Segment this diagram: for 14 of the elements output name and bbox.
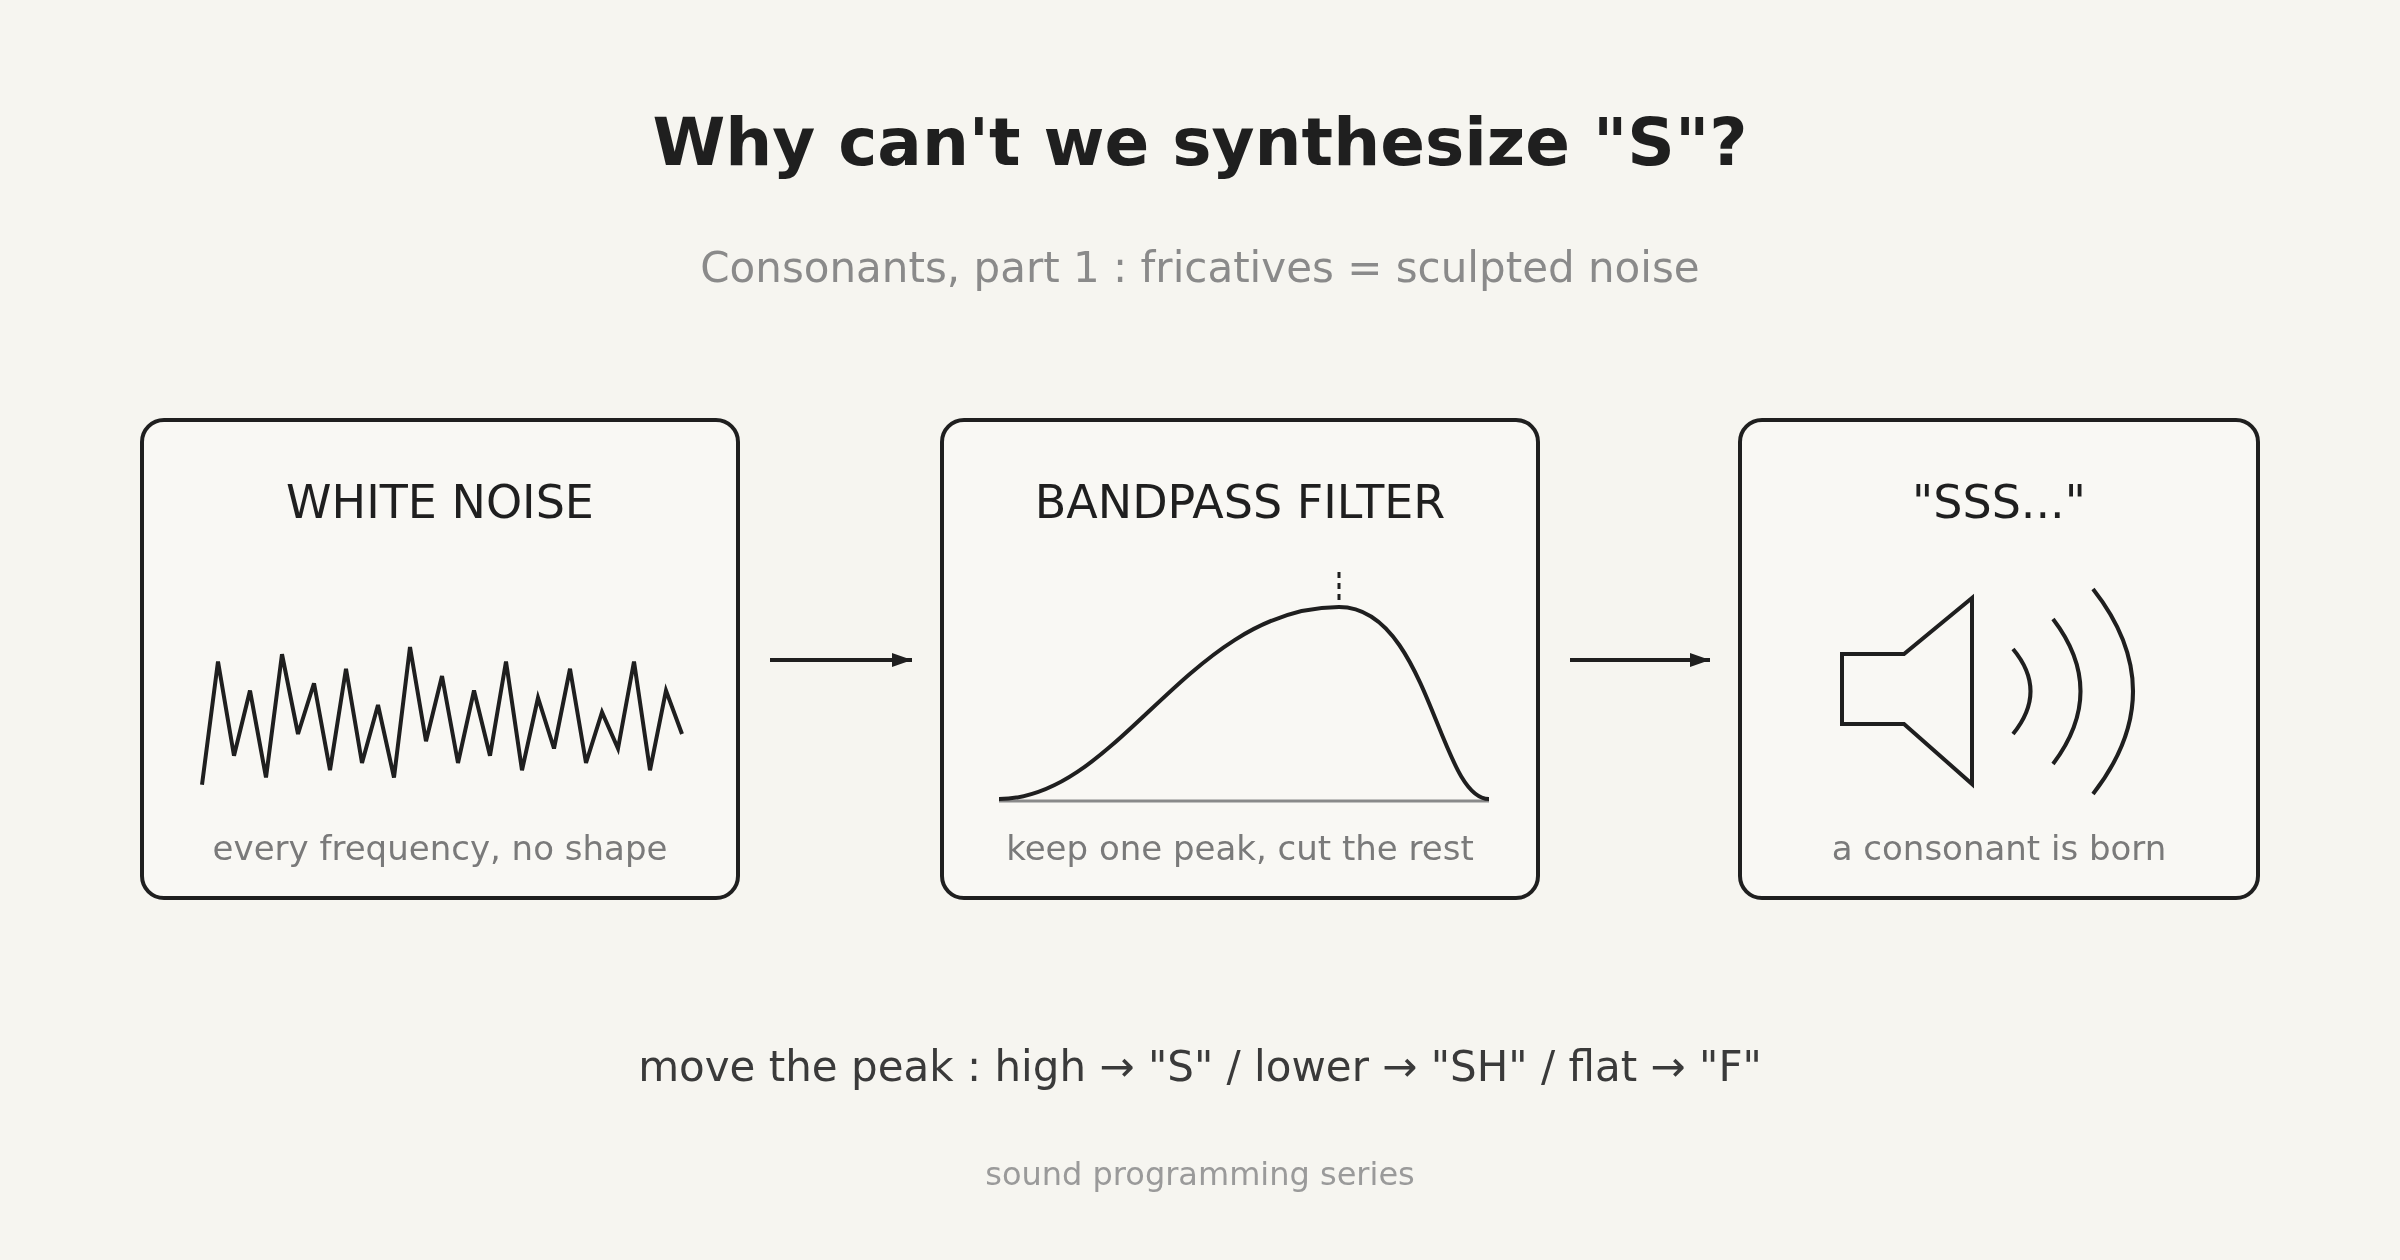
- process-box: [140, 418, 740, 900]
- box-heading: BANDPASS FILTER: [1033, 474, 1447, 531]
- note: move the peak : high → "S" / lower → "SH" / flat → "F": [637, 1041, 1763, 1093]
- footer-text: sound programming series: [984, 1154, 1416, 1195]
- box-caption: a consonant is born: [1830, 827, 2168, 870]
- process-box: [1738, 418, 2260, 900]
- process-box: [940, 418, 1540, 900]
- box-heading: "SSS...": [1911, 474, 2087, 531]
- box-caption: every frequency, no shape: [211, 827, 669, 870]
- box-caption: keep one peak, cut the rest: [1005, 827, 1475, 870]
- box-heading: WHITE NOISE: [285, 474, 595, 531]
- arrow: [770, 653, 912, 667]
- subtitle: Consonants, part 1 : fricatives = sculpted noise: [699, 242, 1701, 294]
- arrow: [1570, 653, 1710, 667]
